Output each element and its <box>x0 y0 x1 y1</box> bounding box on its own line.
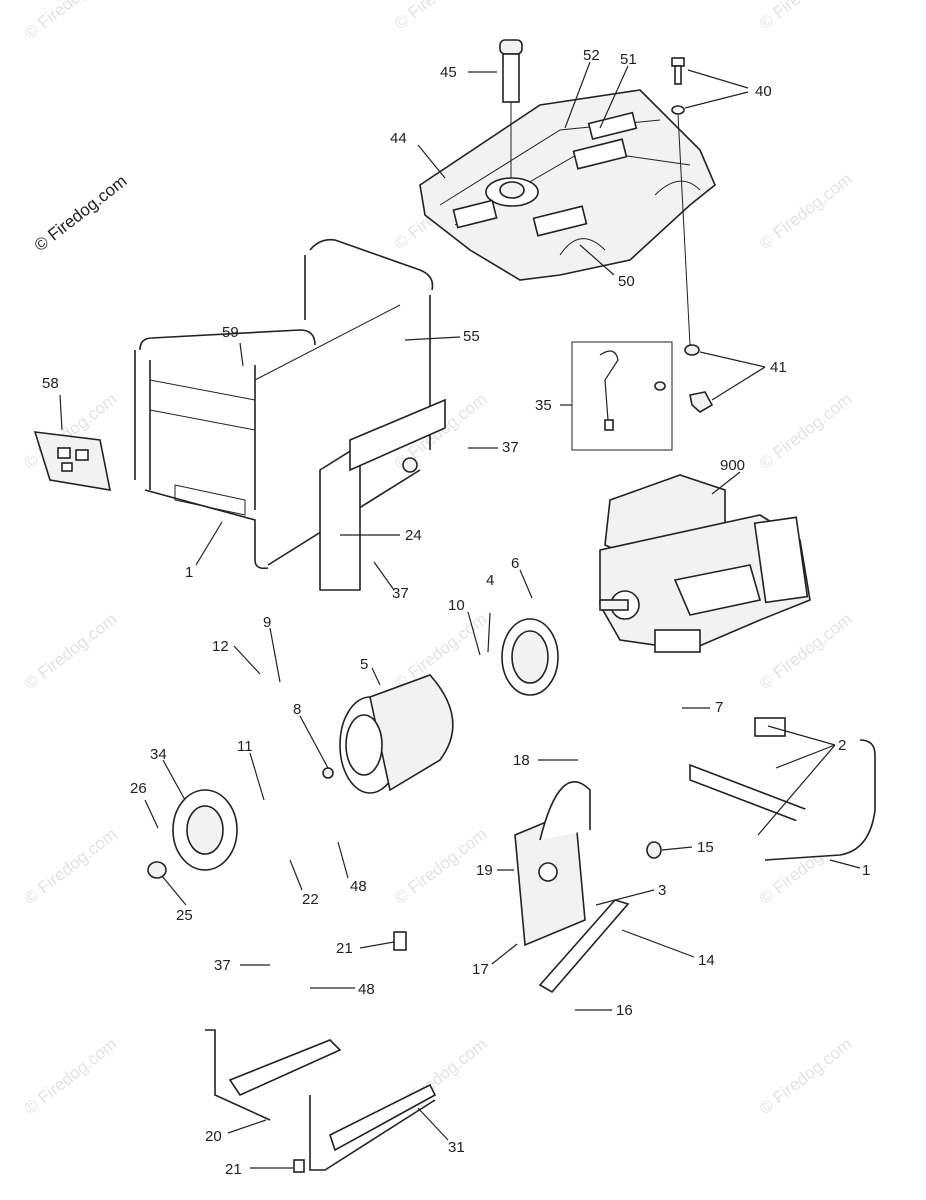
callout-1: 1 <box>185 564 193 581</box>
watermark-text: © Firedog.com <box>391 609 491 693</box>
callout-52: 52 <box>583 47 600 64</box>
tube-frame <box>134 238 434 570</box>
callout-2: 2 <box>838 737 846 754</box>
engine <box>599 474 811 653</box>
callout-55: 55 <box>463 328 480 345</box>
callout-15: 15 <box>697 839 714 856</box>
watermark-text: © Firedog.com <box>21 609 121 693</box>
engine-cradle <box>689 717 876 861</box>
callout-41: 41 <box>770 359 787 376</box>
callout-19: 19 <box>476 862 493 879</box>
small-parts <box>147 767 662 1173</box>
callout-59: 59 <box>222 324 239 341</box>
watermark-text: © Firedog.com <box>391 0 491 33</box>
callout-44: 44 <box>390 130 407 147</box>
watermark-text: © Firedog.com <box>756 389 856 473</box>
callout-40: 40 <box>755 83 772 100</box>
callout-16: 16 <box>616 1002 633 1019</box>
callout-45: 45 <box>440 64 457 81</box>
callout-37: 37 <box>214 957 231 974</box>
callout-21: 21 <box>225 1161 242 1178</box>
watermark-text: © Firedog.com <box>756 609 856 693</box>
callout-51: 51 <box>620 51 637 68</box>
callout-35: 35 <box>535 397 552 414</box>
muffler-bracket <box>538 899 630 994</box>
stator <box>339 674 454 794</box>
callout-10: 10 <box>448 597 465 614</box>
callout-1: 1 <box>862 862 870 879</box>
callout-4: 4 <box>486 572 494 589</box>
callout-3: 3 <box>658 882 666 899</box>
callout-11: 11 <box>237 738 253 755</box>
fuel-grommet <box>684 344 714 413</box>
watermark-text: © Firedog.com <box>756 1034 856 1118</box>
callout-900: 900 <box>720 457 745 474</box>
callout-18: 18 <box>513 752 530 769</box>
callout-25: 25 <box>176 907 193 924</box>
end-bell <box>501 618 559 696</box>
callout-17: 17 <box>472 961 489 978</box>
callout-48: 48 <box>358 981 375 998</box>
fuel-line-inset <box>571 341 673 451</box>
callout-34: 34 <box>150 746 167 763</box>
callout-20: 20 <box>205 1128 222 1145</box>
callout-31: 31 <box>448 1139 465 1156</box>
callout-7: 7 <box>715 699 723 716</box>
callouts: 45 52 51 40 44 50 59 55 41 58 35 37 900 … <box>42 47 870 1178</box>
callout-14: 14 <box>698 952 715 969</box>
callout-22: 22 <box>302 891 319 908</box>
muffler <box>514 781 591 947</box>
callout-5: 5 <box>360 656 368 673</box>
watermark-text: © Firedog.com <box>21 0 121 43</box>
callout-26: 26 <box>130 780 147 797</box>
watermark-text: © Firedog.com <box>21 824 121 908</box>
callout-48: 48 <box>350 878 367 895</box>
callout-21: 21 <box>336 940 353 957</box>
control-panel <box>33 431 112 491</box>
tank-bolt <box>671 57 691 346</box>
fuel-cap <box>499 39 523 178</box>
watermark-text: © Firedog.com <box>756 169 856 253</box>
callout-24: 24 <box>405 527 422 544</box>
watermark-main: © Firedog.com <box>31 171 131 255</box>
callout-50: 50 <box>618 273 635 290</box>
watermark-text: © Firedog.com <box>756 0 856 33</box>
lower-frame <box>205 1029 437 1171</box>
callout-6: 6 <box>511 555 519 572</box>
callout-12: 12 <box>212 638 229 655</box>
callout-9: 9 <box>263 614 271 631</box>
callout-58: 58 <box>42 375 59 392</box>
fuel-tank <box>419 89 716 281</box>
leader-lines <box>59 61 861 1169</box>
callout-8: 8 <box>293 701 301 718</box>
rear-bearing-carrier <box>172 789 238 871</box>
callout-37: 37 <box>502 439 519 456</box>
watermark-text: © Firedog.com <box>21 1034 121 1118</box>
callout-37: 37 <box>392 585 409 602</box>
frame-bracket <box>319 398 446 591</box>
